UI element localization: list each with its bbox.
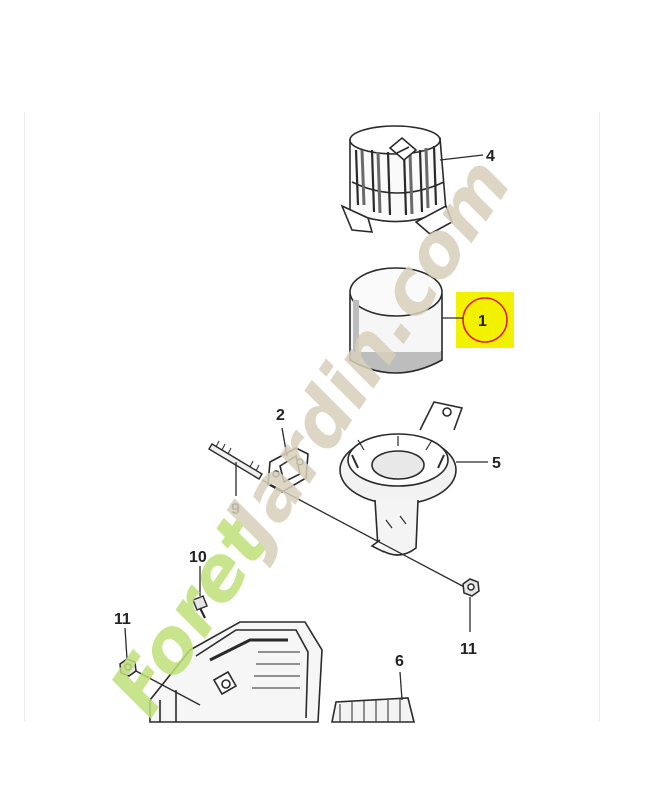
callout-label-11b[interactable]: 11 [460, 641, 477, 658]
callout-label-11a[interactable]: 11 [114, 611, 131, 628]
nut-right[interactable] [462, 578, 480, 597]
engine-housing [149, 621, 323, 723]
leader-nut-left [135, 670, 201, 706]
leader-11a [124, 627, 128, 660]
callout-label-9[interactable]: 9 [231, 501, 240, 518]
callout-label-4[interactable]: 4 [486, 148, 495, 165]
muffler[interactable] [331, 697, 416, 723]
gasket[interactable] [267, 447, 309, 493]
highlight-box [456, 292, 514, 348]
callout-label-10[interactable]: 10 [189, 549, 207, 566]
callout-label-6[interactable]: 6 [395, 653, 404, 670]
leader-6 [399, 671, 403, 701]
callout-label-2[interactable]: 2 [276, 407, 285, 424]
stud[interactable] [208, 440, 263, 480]
leader-2 [281, 427, 288, 457]
air-filter-cover[interactable] [340, 125, 453, 235]
leader-4 [439, 154, 484, 161]
assembly-line [261, 479, 471, 591]
air-filter-base[interactable] [339, 401, 464, 556]
callout-label-5[interactable]: 5 [492, 455, 501, 472]
highlight-ring [462, 297, 508, 343]
diagram-sheet [24, 112, 600, 722]
screw[interactable] [192, 595, 208, 619]
callout-label-1[interactable]: 1 [478, 313, 487, 330]
air-filter-element[interactable] [349, 267, 443, 374]
